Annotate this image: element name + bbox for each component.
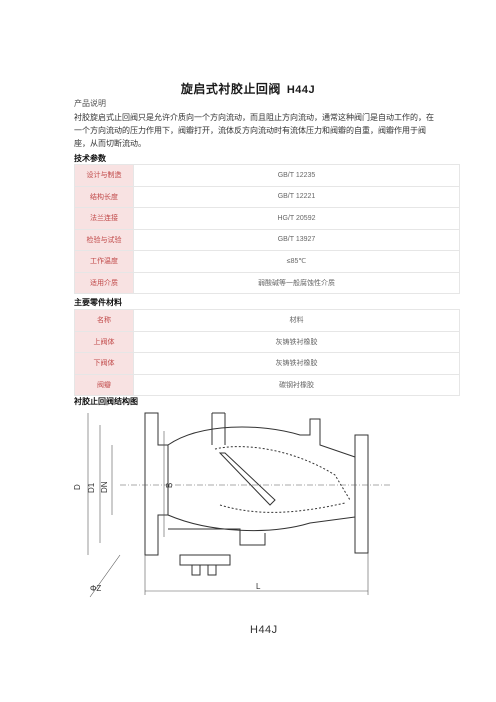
part-value: 碳钢衬橡胶: [133, 373, 460, 396]
param-value: GB/T 12221: [133, 185, 460, 208]
table-row: 工作温度 ≤85℃: [74, 250, 460, 273]
drawing-caption: H44J: [250, 624, 278, 636]
table-row: 法兰连接 HG/T 20592: [74, 207, 460, 230]
param-value: 弱酸碱等一般腐蚀性介质: [133, 271, 460, 294]
parts-title: 主要零件材料: [74, 298, 122, 307]
label-dn: DN: [100, 481, 109, 493]
header-label: 名称: [74, 309, 134, 332]
parts-table: 名称 材料 上阀体 灰铸铁衬橡胶 下阀体 灰铸铁衬橡胶 阀瓣 碳钢衬橡胶: [74, 309, 460, 396]
part-label: 阀瓣: [74, 373, 134, 396]
right-flange: [354, 434, 369, 554]
param-label: 法兰连接: [74, 207, 134, 230]
table-row: 适用介质 弱酸碱等一般腐蚀性介质: [74, 271, 460, 294]
page-title: 旋启式衬胶止回阀 H44J: [0, 80, 496, 97]
param-label: 适用介质: [74, 271, 134, 294]
table-row: 检验与试验 GB/T 13927: [74, 228, 460, 251]
cover-neck: [211, 412, 226, 445]
param-value: GB/T 12235: [133, 164, 460, 187]
tech-params-title: 技术参数: [74, 154, 106, 163]
intro-body: 衬胶旋启式止回阀只是允许介质向一个方向流动，而且阻止方向流动，通常这种阀门是自动…: [74, 113, 434, 148]
table-row: 下阀体 灰铸铁衬橡胶: [74, 352, 460, 375]
label-z: ΦZ: [90, 584, 101, 593]
table-row: 阀瓣 碳钢衬橡胶: [74, 373, 460, 396]
part-value: 灰铸铁衬橡胶: [133, 330, 460, 353]
param-label: 工作温度: [74, 250, 134, 273]
lower-body: [167, 514, 356, 532]
header-value: 材料: [133, 309, 460, 332]
model-code: H44J: [286, 84, 316, 96]
tech-params-table: 设计与制造 GB/T 12235 结构长度 GB/T 12221 法兰连接 HG…: [74, 164, 460, 294]
label-d1: D1: [87, 482, 96, 493]
part-value: 灰铸铁衬橡胶: [133, 352, 460, 375]
table-row: 结构长度 GB/T 12221: [74, 185, 460, 208]
valve-disc: [218, 452, 276, 506]
table-header-row: 名称 材料: [74, 309, 460, 332]
param-label: 检验与试验: [74, 228, 134, 251]
param-value: HG/T 20592: [133, 207, 460, 230]
label-b: B: [165, 483, 174, 488]
title-text: 旋启式衬胶止回阀: [180, 82, 281, 96]
bottom-bolt: [179, 554, 231, 566]
intro-heading: 产品说明: [74, 99, 106, 108]
table-row: 设计与制造 GB/T 12235: [74, 164, 460, 187]
valve-structure-drawing: D D1 DN B L ΦZ: [73, 412, 390, 598]
upper-body: [167, 418, 356, 458]
param-label: 设计与制造: [74, 164, 134, 187]
label-d: D: [73, 484, 82, 490]
label-l: L: [256, 582, 261, 591]
drawing-title: 衬胶止回阀结构图: [74, 397, 138, 406]
table-row: 上阀体 灰铸铁衬橡胶: [74, 330, 460, 353]
param-value: GB/T 13927: [133, 228, 460, 251]
param-label: 结构长度: [74, 185, 134, 208]
part-label: 上阀体: [74, 330, 134, 353]
part-label: 下阀体: [74, 352, 134, 375]
param-value: ≤85℃: [133, 250, 460, 273]
